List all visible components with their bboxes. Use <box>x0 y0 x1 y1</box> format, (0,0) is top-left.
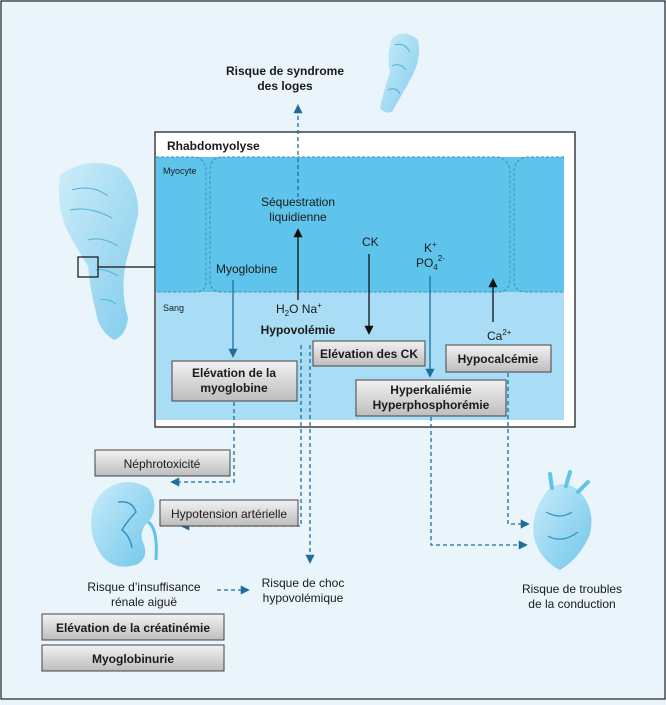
heart-illustration <box>533 470 592 570</box>
risk-renal-line1: Risque d’insuffisance <box>87 580 201 594</box>
sequestration-line1: Séquestration <box>261 195 335 209</box>
myoglobine-label: Myoglobine <box>216 262 278 276</box>
box-hypocalcemie-text: Hypocalcémie <box>458 352 539 366</box>
box-myoglobinurie <box>41 644 225 672</box>
po4-label: PO42- <box>416 254 445 272</box>
box-hyperkaliemie-line2: Hyperphosphorémie <box>373 398 490 412</box>
hypovolemie-label: Hypovolémie <box>261 323 336 337</box>
blood-label: Sang <box>163 303 184 313</box>
k-label: K+ <box>424 240 437 255</box>
box-elevation-myoglobine-line2: myoglobine <box>200 381 268 395</box>
risk-compartment-line1: Risque de syndrome <box>226 64 344 78</box>
risk-shock-line1: Risque de choc <box>262 576 345 590</box>
flow-hypocalcemia-to-heart <box>507 373 530 529</box>
cell-border-right <box>513 156 564 293</box>
kidney-illustration <box>91 482 158 567</box>
myocyte-zone <box>156 157 564 292</box>
risk-renal-line2: rénale aiguë <box>111 595 177 609</box>
flow-myoglobine-to-nephrotoxicity <box>170 402 235 487</box>
risk-conduction-line1: Risque de troubles <box>522 582 622 596</box>
box-hypocalcemie <box>445 344 552 373</box>
risk-compartment-line2: des loges <box>257 79 313 93</box>
sequestration-line2: liquidienne <box>269 210 327 224</box>
flow-hyperkaliemia-to-heart <box>430 417 528 550</box>
risk-shock-line2: hypovolémique <box>263 591 344 605</box>
box-hyperkaliemie <box>355 379 507 417</box>
box-hyperkaliemie-line1: Hyperkaliémie <box>390 383 472 397</box>
arm-illustration-left <box>58 162 139 340</box>
box-myoglobinurie-text: Myoglobinurie <box>92 652 174 666</box>
box-elevation-ck-text: Elévation des CK <box>320 347 418 361</box>
box-hypotension <box>159 499 299 527</box>
h2o-na-label: H2O Na+ <box>276 301 322 318</box>
box-nephrotoxicite-text: Néphrotoxicité <box>124 457 201 471</box>
box-creatininemie-text: Elévation de la créatinémie <box>56 621 210 635</box>
box-creatininemie <box>41 613 225 641</box>
box-nephrotoxicite <box>94 449 231 477</box>
main-box-title: Rhabdomyolyse <box>167 139 260 153</box>
cell-border-center <box>209 156 511 293</box>
arm-illustration-top <box>380 33 419 113</box>
ca-label: Ca2+ <box>487 328 512 343</box>
cell-border-left <box>156 156 207 293</box>
box-elevation-ck <box>312 340 426 367</box>
box-elevation-myoglobine-line1: Elévation de la <box>192 366 276 380</box>
ck-label: CK <box>362 235 379 249</box>
myocyte-label: Myocyte <box>163 166 197 176</box>
risk-conduction-line2: de la conduction <box>528 597 615 611</box>
box-hypotension-text: Hypotension artérielle <box>171 507 287 521</box>
box-elevation-myoglobine <box>171 360 298 402</box>
